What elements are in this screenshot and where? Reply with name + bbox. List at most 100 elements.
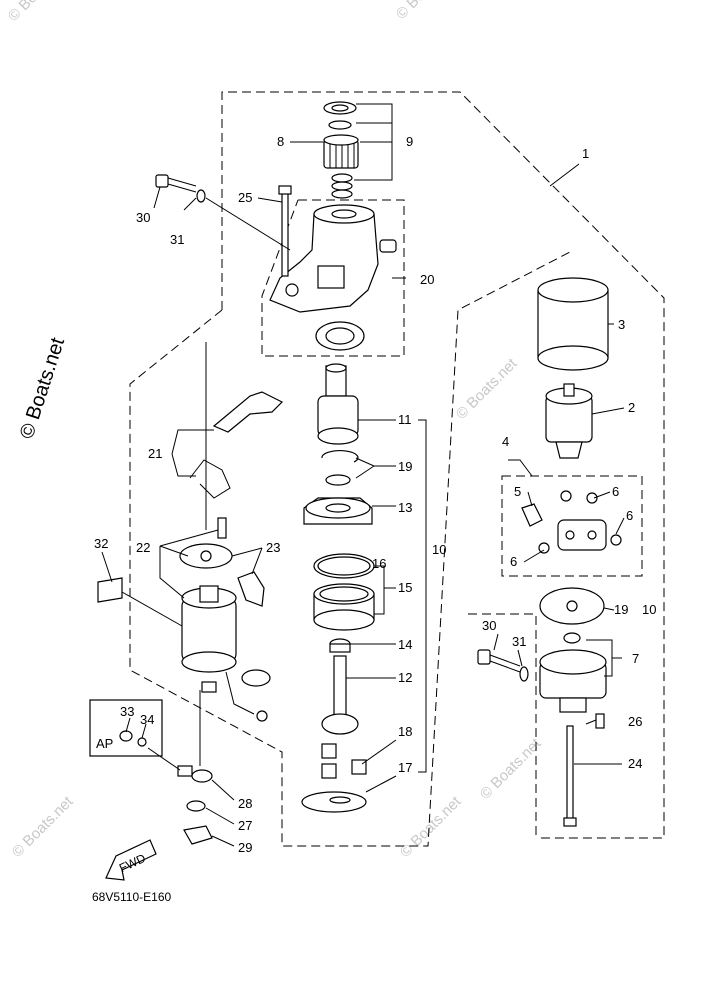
callout-14: 14 <box>398 637 412 652</box>
assembly-outline-4 <box>501 475 643 577</box>
callout-5: 5 <box>514 484 521 499</box>
leader-lines <box>101 103 625 847</box>
callout-31-top: 31 <box>170 232 184 247</box>
bolt-30-right <box>477 649 521 673</box>
callout-8: 8 <box>277 134 284 149</box>
callout-9: 9 <box>406 134 413 149</box>
gear-housing-13 <box>303 497 373 525</box>
callout-21: 21 <box>148 446 162 461</box>
ap-box: AP <box>89 699 163 757</box>
front-end-cover <box>269 204 397 313</box>
callout-6-c: 6 <box>510 554 517 569</box>
grommet-27 <box>186 800 206 812</box>
bolt-28 <box>177 765 213 783</box>
callout-28: 28 <box>238 796 252 811</box>
circlip-19 <box>321 450 359 463</box>
ring-16 <box>313 553 375 579</box>
screw-26 <box>595 713 605 729</box>
label-32 <box>97 577 123 603</box>
spring-clip-21 <box>189 459 231 499</box>
callout-11: 11 <box>398 412 412 427</box>
washer-31-top <box>196 189 206 203</box>
callout-18: 18 <box>398 724 412 739</box>
watermark-bottom-right: © Boats.net <box>477 735 545 803</box>
rear-cover-7 <box>539 649 607 713</box>
watermark-top-center: © Boats.net <box>393 0 461 23</box>
callout-19-right: 19 <box>614 602 628 617</box>
callout-32: 32 <box>94 536 108 551</box>
boot-23 <box>241 669 271 687</box>
solenoid-cable <box>225 671 268 722</box>
shift-lever-21 <box>212 391 284 433</box>
planetary-carrier-11 <box>317 395 359 445</box>
armature-shaft-12 <box>321 655 359 735</box>
through-bolt-25 <box>278 185 292 277</box>
watermark-bottom-left: © Boats.net <box>9 793 77 861</box>
assembly-outline-10 <box>418 419 427 773</box>
brush-holder-4 <box>557 519 607 551</box>
callout-3: 3 <box>618 317 625 332</box>
callout-6-b: 6 <box>626 508 633 523</box>
callout-34: 34 <box>140 712 154 727</box>
rubber-23 <box>237 571 265 607</box>
ap-box-label: AP <box>96 736 113 751</box>
callout-10: 10 <box>432 542 446 557</box>
callout-17: 17 <box>398 760 412 775</box>
solenoid-terminal <box>201 681 217 693</box>
callout-15: 15 <box>398 580 412 595</box>
assembly-outline-right-lower <box>468 613 537 838</box>
callout-30-right: 30 <box>482 618 496 633</box>
callout-6-a: 6 <box>612 484 619 499</box>
washer-31-right <box>519 666 529 682</box>
bushing-14 <box>329 638 351 653</box>
assembly-outline-1 <box>129 91 665 847</box>
callout-4: 4 <box>502 434 509 449</box>
callout-31-right: 31 <box>512 634 526 649</box>
armature-2 <box>545 383 593 459</box>
planet-gears-18 <box>321 743 367 779</box>
plate-22 <box>179 543 233 569</box>
yoke-3 <box>537 277 609 371</box>
internal-gear-15 <box>313 583 375 631</box>
through-bolt-24 <box>563 725 577 827</box>
drive-shaft <box>325 363 347 397</box>
callout-25: 25 <box>238 190 252 205</box>
bearing <box>315 321 365 351</box>
pinion-spring <box>331 173 353 199</box>
callout-7: 7 <box>632 651 639 666</box>
callouts: 1 2 3 4 5 6 6 6 7 8 9 19 10 10 11 12 13 … <box>94 134 656 855</box>
bolt-22 <box>217 517 227 539</box>
washer-19 <box>325 474 351 486</box>
callout-2: 2 <box>628 400 635 415</box>
callout-16: 16 <box>372 556 386 571</box>
callout-26: 26 <box>628 714 642 729</box>
callout-33: 33 <box>120 704 134 719</box>
callout-19: 19 <box>398 459 412 474</box>
callout-22: 22 <box>136 540 150 555</box>
plate-19-right <box>539 587 605 625</box>
solenoid <box>181 585 237 673</box>
bolt-30-top <box>155 174 197 193</box>
screws-6 <box>538 490 622 554</box>
brush-5 <box>521 503 543 527</box>
oring-19-right <box>563 632 581 644</box>
callout-29: 29 <box>238 840 252 855</box>
callout-20: 20 <box>420 272 434 287</box>
pinion-washer <box>323 101 357 115</box>
plate-17 <box>301 791 367 813</box>
callout-10-right: 10 <box>642 602 656 617</box>
callout-12: 12 <box>398 670 412 685</box>
pinion-gear <box>323 134 359 169</box>
pinion-clip <box>328 120 352 130</box>
watermark-right-mid: © Boats.net <box>453 355 521 423</box>
cap-29 <box>183 825 213 845</box>
watermark-top-left: © Boats.net <box>5 0 73 25</box>
fwd-arrow-icon: FWD <box>105 839 157 881</box>
callout-13: 13 <box>398 500 412 515</box>
diagram-code: 68V5110-E160 <box>92 890 172 904</box>
callout-27: 27 <box>238 818 252 833</box>
watermark-main: © Boats.net <box>16 335 69 442</box>
callout-1: 1 <box>582 146 589 161</box>
callout-23: 23 <box>266 540 280 555</box>
